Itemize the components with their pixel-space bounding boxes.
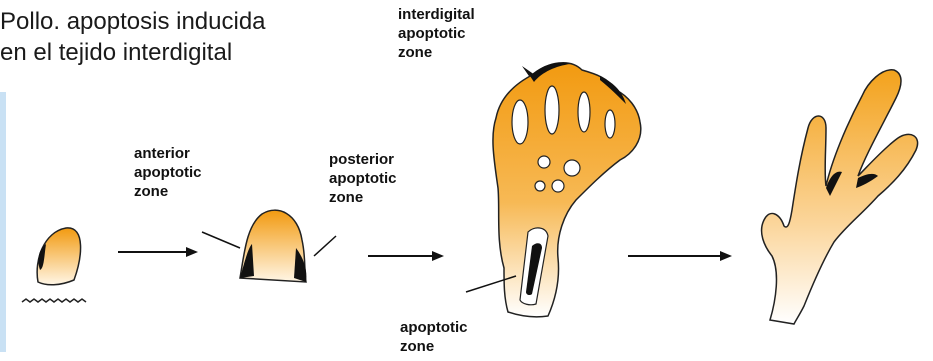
arrow-3 xyxy=(628,251,732,261)
apoptotic-zone-label: apoptotic zone xyxy=(400,318,468,356)
arrow-2 xyxy=(368,251,444,261)
label-line: posterior xyxy=(329,150,397,169)
label-line: zone xyxy=(329,188,397,207)
limb-stage-3 xyxy=(466,63,641,317)
limb-bud-stage-1 xyxy=(22,228,86,302)
label-line: apoptotic xyxy=(134,163,202,182)
anterior-apoptotic-zone-label: anterior apoptotic zone xyxy=(134,144,202,201)
limb-bud-stage-2 xyxy=(202,210,336,282)
arrow-1 xyxy=(118,247,198,257)
label-line: apoptotic xyxy=(400,318,468,337)
label-line: zone xyxy=(400,337,468,356)
posterior-apoptotic-zone-label: posterior apoptotic zone xyxy=(329,150,397,207)
label-line: zone xyxy=(398,43,475,62)
limb-stage-4-digits xyxy=(762,70,918,324)
label-line: apoptotic xyxy=(398,24,475,43)
label-line: anterior xyxy=(134,144,202,163)
label-line: apoptotic xyxy=(329,169,397,188)
interdigital-apoptotic-zone-label: interdigital apoptotic zone xyxy=(398,5,475,62)
label-line: zone xyxy=(134,182,202,201)
side-bar xyxy=(0,92,6,352)
label-line: interdigital xyxy=(398,5,475,24)
